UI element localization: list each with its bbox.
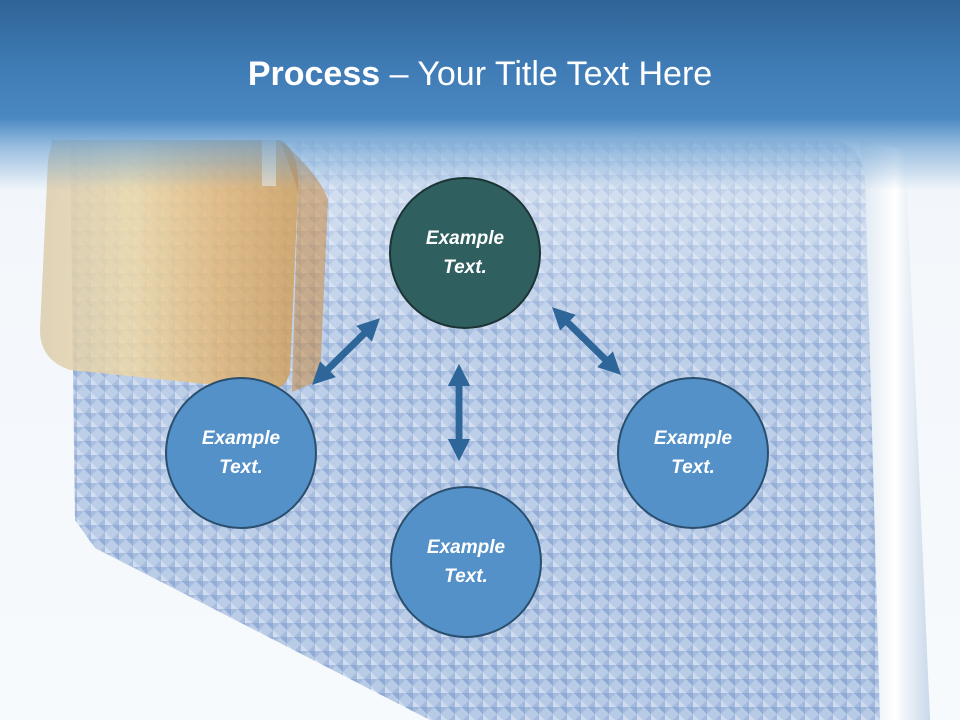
title-bold: Process [247, 55, 381, 93]
node-top-line1: Example [425, 228, 505, 249]
arrow-top-right [552, 307, 621, 375]
node-bottom-line2: Text. [444, 566, 488, 587]
node-bottom-line1: Example [426, 537, 506, 558]
node-right-line2: Text. [671, 457, 715, 478]
title-bar [0, 0, 960, 190]
arrow-top-left [312, 318, 380, 385]
node-top-line2: Text. [443, 257, 487, 278]
slide-title: Process – Your Title Text Here [0, 52, 960, 96]
node-right-line1: Example [653, 428, 733, 449]
title-rest: – Your Title Text Here [380, 55, 713, 93]
node-left-line2: Text. [219, 457, 263, 478]
node-left-line1: Example [201, 428, 281, 449]
